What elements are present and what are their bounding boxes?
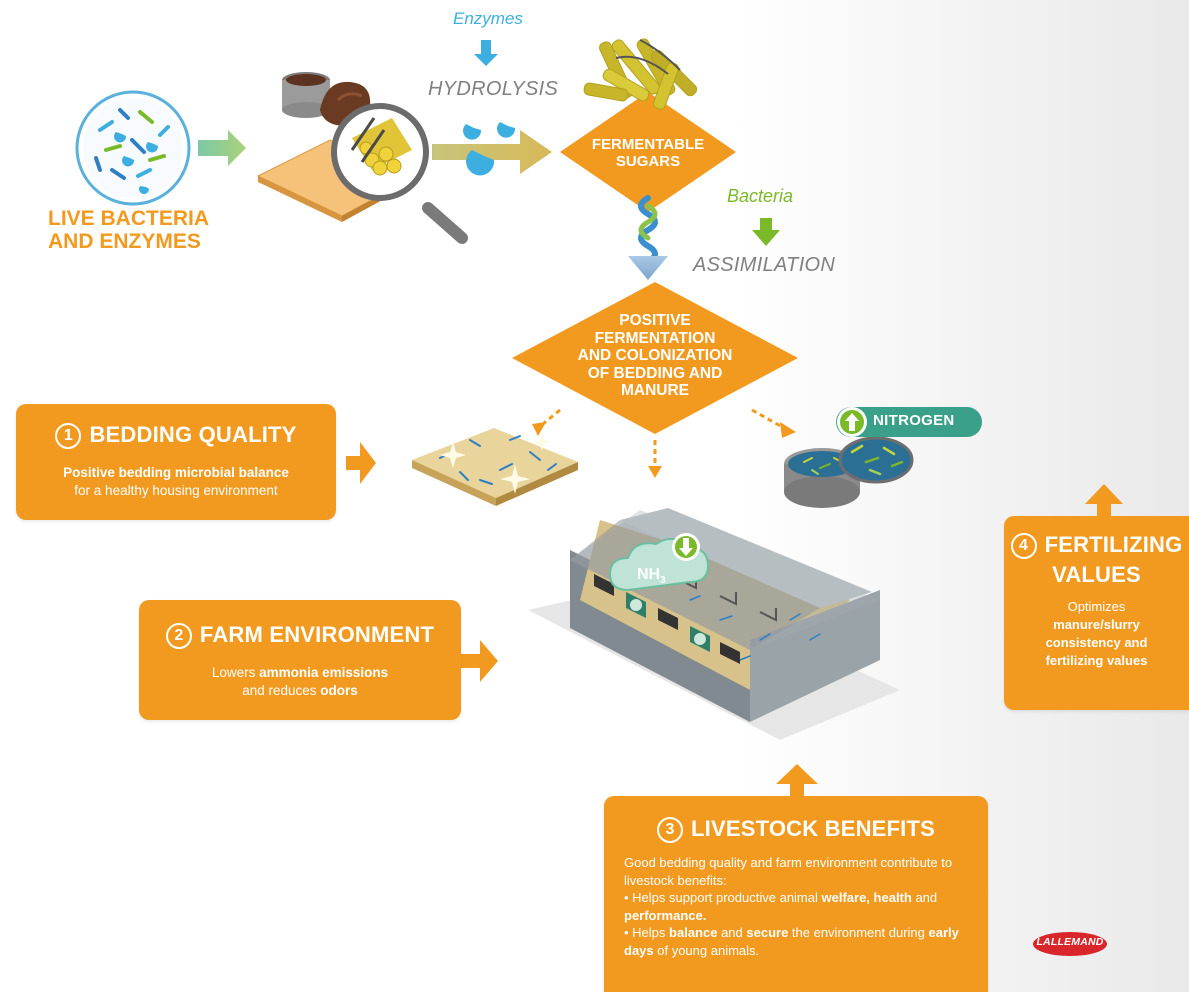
lallemand-logo-text: LALLEMAND	[1036, 936, 1104, 948]
fertilizing-values-bold2: consistency and	[1045, 635, 1148, 650]
bacteria-down-arrow	[752, 218, 780, 246]
arrow-livestock-up	[776, 764, 818, 810]
lallemand-logo	[1033, 932, 1107, 956]
fermentable-sugars-label: FERMENTABLE SUGARS	[591, 136, 705, 170]
livestock-benefits-intro: Good bedding quality and farm environmen…	[624, 855, 953, 888]
enzyme-shapes	[463, 122, 516, 176]
fermentable-sugars-diamond	[560, 92, 736, 212]
number-badge: 1	[55, 423, 82, 449]
number-badge: 3	[657, 817, 683, 843]
bedding-quality-line1: Positive bedding microbial balance	[63, 465, 289, 480]
enzymes-down-arrow	[474, 40, 498, 66]
barn-icon	[528, 508, 900, 740]
manure-icon	[282, 72, 371, 126]
bedding-quality-line2: for a healthy housing environment	[74, 483, 278, 498]
assimilation-down-arrow	[628, 256, 668, 280]
positive-fermentation-label: POSITIVE FERMENTATION AND COLONIZATION O…	[577, 312, 733, 399]
fertilizing-values-line1: Optimizes	[1067, 599, 1126, 614]
positive-fermentation-diamond	[512, 282, 798, 434]
arrow-fertilizing-up	[1085, 484, 1123, 520]
arrow-bedding-right	[346, 442, 376, 484]
number-badge: 2	[165, 623, 192, 649]
nh3-label: NH3	[637, 566, 666, 587]
magnifying-glass-icon	[331, 103, 468, 244]
bacteria-helix-icon	[638, 195, 658, 265]
dashed-arrows	[537, 408, 785, 466]
nitrogen-badge	[836, 407, 982, 437]
fertilizing-values-bold1: manure/slurry	[1053, 617, 1140, 632]
arrow-to-bedding	[198, 130, 246, 166]
nh3-down-arrow-icon	[679, 538, 693, 556]
nitrogen-up-arrow-icon	[845, 413, 859, 431]
number-badge: 4	[1010, 533, 1037, 559]
farm-environment-line1: Lowers ammonia emissions	[211, 665, 389, 680]
hydrolysis-label: HYDROLYSIS	[428, 78, 559, 100]
bacteria-petri-dish-icon	[75, 90, 191, 206]
arrow-farm-right	[458, 640, 498, 682]
livestock-benefits-bullet-2: • Helps balance and secure the environme…	[624, 925, 959, 958]
fertilizing-values-bold3: fertilizing values	[1045, 653, 1148, 668]
manure-container-icon	[784, 436, 914, 508]
straw-pile-icon	[583, 38, 698, 110]
arrow-to-sugars	[432, 130, 552, 174]
livestock-benefits-bullet-1: • Helps support productive animal welfar…	[624, 890, 938, 923]
enzymes-label: Enzymes	[453, 9, 523, 28]
bacteria-label: Bacteria	[727, 186, 794, 206]
nitrogen-label: NITROGEN	[873, 412, 955, 429]
farm-environment-line2: and reduces odors	[242, 683, 358, 698]
assimilation-label: ASSIMILATION	[693, 254, 836, 276]
live-bacteria-label: LIVE BACTERIA AND ENZYMES	[48, 207, 210, 253]
bedding-sample-icon	[412, 428, 578, 506]
